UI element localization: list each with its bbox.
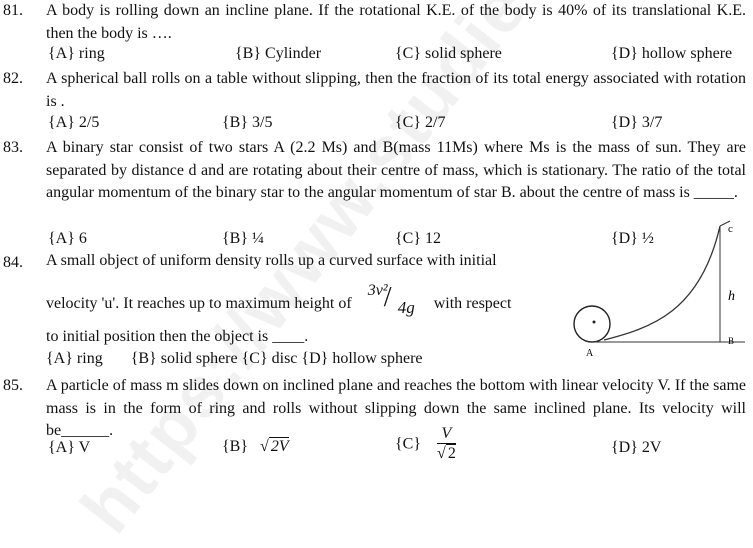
question-text-line-1: A small object of uniform density rolls …: [46, 252, 497, 269]
option-b-label: {B}: [222, 438, 249, 455]
label-c: c: [728, 223, 733, 235]
height-prefix: velocity 'u'. It reaches up to maximum h…: [46, 295, 352, 312]
label-b: B: [728, 336, 734, 346]
option-c-radicand: 2: [445, 444, 456, 462]
question-text: A particle of mass m slides down on incl…: [46, 377, 746, 439]
option-c-label: {C}: [395, 435, 422, 453]
option-b[interactable]: {B} 3/5: [222, 114, 273, 131]
options-row: {A} ring {B} Cylinder {C} solid sphere {…: [46, 45, 746, 67]
option-c[interactable]: {C} solid sphere: [395, 45, 502, 62]
curved-surface: [603, 225, 721, 341]
options-row: {A} 2/5 {B} 3/5 {C} 2/7 {D} 3/7: [46, 114, 746, 136]
option-d[interactable]: {D} hollow sphere: [611, 45, 733, 62]
height-formula: 3v² / 4g: [368, 282, 420, 318]
question-text: A body is rolling down an incline plane.…: [46, 2, 746, 42]
options-row: {A} V {B} √2V {C} V √2 {D} 2V: [46, 425, 746, 479]
options-line[interactable]: {A} ring {B} solid sphere {C} disc {D} h…: [46, 350, 423, 367]
option-b[interactable]: {B} √2V: [222, 437, 289, 456]
question-text-line-3: to initial position then the object is _…: [46, 328, 309, 345]
option-c-denominator: √2: [437, 444, 456, 462]
option-d[interactable]: {D} 3/7: [611, 114, 663, 131]
option-a[interactable]: {A} V: [48, 439, 91, 456]
option-c-fraction: V √2: [437, 425, 456, 464]
option-c[interactable]: {C} 12: [395, 230, 442, 247]
option-d[interactable]: {D} ½: [611, 230, 654, 247]
option-c[interactable]: {C} V √2: [395, 425, 456, 464]
label-h: h: [728, 289, 735, 304]
ball-centre: [592, 320, 596, 324]
option-c-numerator: V: [437, 425, 456, 444]
option-a[interactable]: {A} ring: [48, 45, 105, 62]
option-b[interactable]: {B} ¼: [222, 230, 265, 247]
rolling-ball: [573, 305, 611, 343]
option-d[interactable]: {D} 2V: [611, 439, 662, 456]
option-a[interactable]: {A} 6: [48, 230, 87, 247]
formula-denominator: 4g: [397, 298, 415, 317]
height-suffix: with respect: [433, 295, 512, 312]
question-number: 85.: [3, 377, 23, 394]
question-number: 81.: [3, 2, 23, 19]
option-a[interactable]: {A} 2/5: [48, 114, 100, 131]
option-c[interactable]: {C} 2/7: [395, 114, 446, 131]
option-b-radicand: 2V: [268, 437, 289, 455]
option-b[interactable]: {B} Cylinder: [235, 45, 322, 62]
label-a: A: [586, 348, 594, 358]
question-number: 82.: [3, 70, 23, 87]
radical-sign: √: [260, 438, 269, 455]
formula-slash: /: [383, 282, 392, 313]
curved-surface-figure: c h A B: [573, 220, 745, 358]
question-text: A binary star consist of two stars A (2.…: [46, 139, 746, 201]
question-number: 84.: [3, 254, 23, 271]
question-number: 83.: [3, 139, 23, 156]
options-row: {A} 6 {B} ¼ {C} 12 {D} ½: [46, 230, 746, 252]
formula-numerator: 3v²: [367, 282, 388, 299]
page: https://www.studies 81. A body is rollin…: [3, 0, 746, 547]
question-text-line-2: velocity 'u'. It reaches up to maximum h…: [46, 282, 512, 318]
apex-tick: [719, 220, 731, 227]
question-text: A spherical ball rolls on a table withou…: [46, 70, 746, 110]
